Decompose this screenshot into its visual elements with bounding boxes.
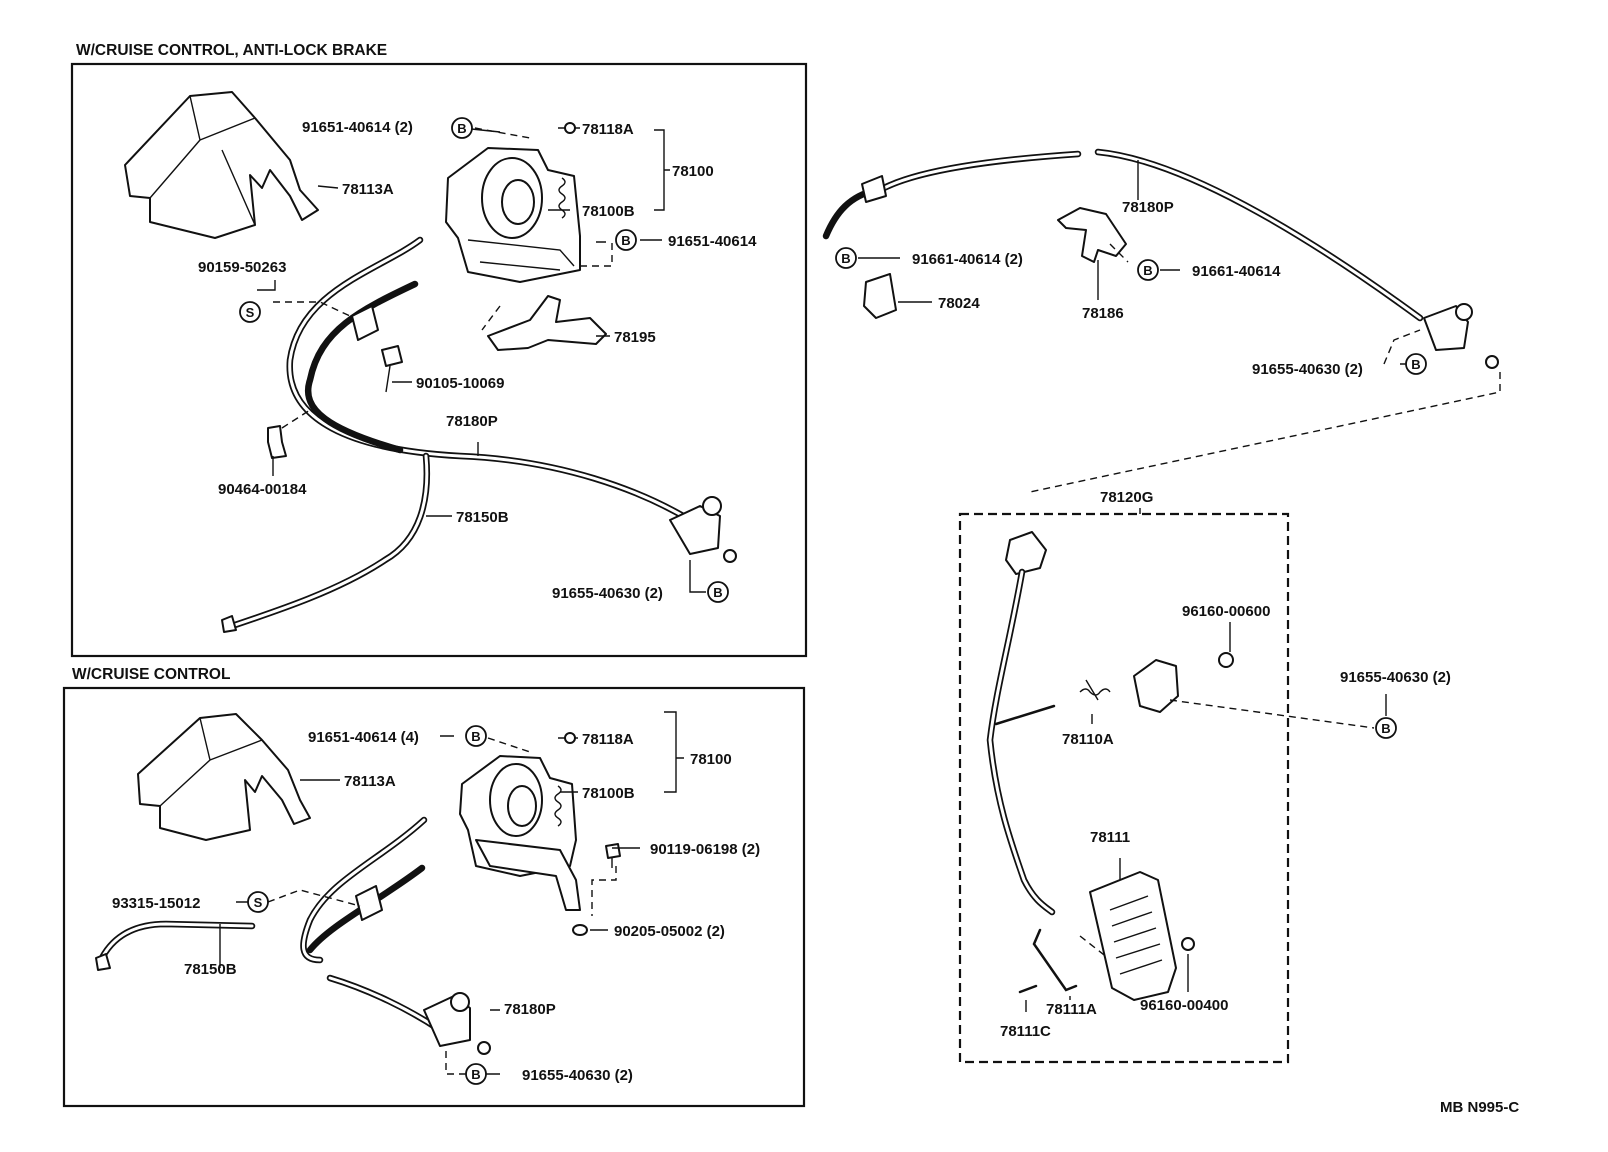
bolt-symbol: B — [1405, 353, 1427, 375]
clip-90464-00184-illustration — [267, 425, 287, 459]
label-91661-40614: 91661-40614 — [1192, 263, 1281, 280]
label-90464-00184: 90464-00184 — [218, 481, 307, 498]
svg-text:B: B — [457, 121, 466, 136]
label-90159-50263: 90159-50263 — [198, 259, 286, 276]
svg-text:S: S — [254, 895, 263, 910]
bolt-symbol: B — [465, 1063, 487, 1085]
panel-cruise-abs: W/CRUISE CONTROL, ANTI-LOCK BRAKE — [70, 42, 808, 658]
bolt-symbol: B — [1375, 717, 1397, 739]
svg-text:B: B — [471, 729, 480, 744]
label-78120G: 78120G — [1100, 489, 1153, 506]
label-78180P: 78180P — [504, 1001, 556, 1018]
label-96160-00400: 96160-00400 — [1140, 997, 1228, 1014]
bolt-symbol: B — [835, 247, 857, 269]
cover-78113A-illustration — [124, 91, 319, 239]
bolt-symbol: B — [1137, 259, 1159, 281]
label-78118A: 78118A — [582, 731, 634, 748]
label-93315-15012: 93315-15012 — [112, 895, 200, 912]
label-78118A: 78118A — [582, 121, 634, 138]
cover-78113A-illustration — [137, 713, 311, 841]
label-91655-40630-2-top: 91655-40630 (2) — [1252, 361, 1363, 378]
spring-78110A-illustration — [1079, 679, 1111, 701]
bolt-symbol: B — [615, 229, 637, 251]
screw-symbol: S — [239, 301, 261, 323]
assembly-78120G-frame — [958, 512, 1290, 1064]
bolt-symbol: B — [465, 725, 487, 747]
bracket-78186-illustration — [1057, 207, 1127, 263]
label-78111: 78111 — [1090, 829, 1130, 846]
label-78180P: 78180P — [446, 413, 498, 430]
svg-text:B: B — [1411, 357, 1420, 372]
pivot-cap-illustration — [1133, 659, 1179, 713]
panel-frame-cruise — [62, 686, 806, 1108]
screw-symbol: S — [247, 891, 269, 913]
label-96160-00600: 96160-00600 — [1182, 603, 1270, 620]
label-91655-40630-2: 91655-40630 (2) — [552, 585, 663, 602]
label-78150B: 78150B — [184, 961, 237, 978]
diagram-code: MB N995-C — [1440, 1099, 1519, 1116]
panel-cruise: W/CRUISE CONTROL B S B — [62, 666, 806, 1108]
label-78180P: 78180P — [1122, 199, 1174, 216]
svg-text:B: B — [1381, 721, 1390, 736]
svg-text:S: S — [246, 305, 255, 320]
label-78110A: 78110A — [1062, 731, 1114, 748]
label-78100: 78100 — [690, 751, 732, 768]
svg-text:B: B — [1143, 263, 1152, 278]
accelerator-assembly: B B B 78180P 91661-40614 (2) 91661-40614… — [822, 148, 1501, 1064]
svg-text:B: B — [471, 1067, 480, 1082]
label-91661-40614-2: 91661-40614 (2) — [912, 251, 1023, 268]
svg-text:B: B — [841, 251, 850, 266]
label-90205-05002-2: 90205-05002 (2) — [614, 923, 725, 940]
label-91655-40630-2-side: 91655-40630 (2) — [1340, 669, 1451, 686]
panel-caption-cruise-abs: W/CRUISE CONTROL, ANTI-LOCK BRAKE — [76, 42, 387, 59]
label-91651-40614-4: 91651-40614 (4) — [308, 729, 419, 746]
panel-frame-cruise-abs — [70, 62, 808, 658]
label-78113A: 78113A — [342, 181, 394, 198]
label-90119-06198-2: 90119-06198 (2) — [650, 841, 760, 858]
bolt-90105-10069-illustration — [381, 345, 403, 367]
panel-caption-cruise: W/CRUISE CONTROL — [72, 666, 230, 683]
bracket-78024-illustration — [863, 273, 897, 319]
bolt-symbol: B — [707, 581, 729, 603]
label-78111A: 78111A — [1046, 1001, 1097, 1018]
label-78113A: 78113A — [344, 773, 396, 790]
label-78024: 78024 — [938, 295, 980, 312]
label-78111C: 78111C — [1000, 1023, 1051, 1040]
label-91651-40614-2: 91651-40614 (2) — [302, 119, 413, 136]
label-78186: 78186 — [1082, 305, 1124, 322]
label-78100: 78100 — [672, 163, 714, 180]
label-91651-40614: 91651-40614 — [668, 233, 757, 250]
label-78100B: 78100B — [582, 785, 635, 802]
bracket-78195-illustration — [487, 295, 607, 351]
label-78195: 78195 — [614, 329, 656, 346]
svg-text:B: B — [621, 233, 630, 248]
svg-text:B: B — [713, 585, 722, 600]
label-91655-40630-2: 91655-40630 (2) — [522, 1067, 633, 1084]
label-78100B: 78100B — [582, 203, 635, 220]
label-90105-10069: 90105-10069 — [416, 375, 504, 392]
label-78150B: 78150B — [456, 509, 509, 526]
bolt-symbol: B — [451, 117, 473, 139]
